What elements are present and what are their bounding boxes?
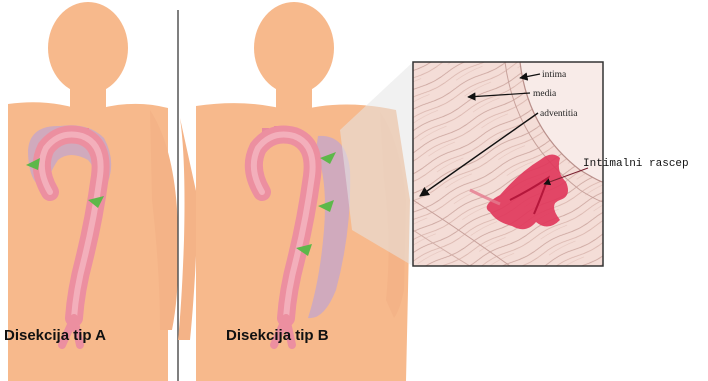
adventitia-label: adventitia	[540, 109, 578, 119]
panel-label-type-a: Disekcija tip A	[4, 327, 106, 344]
media-label: media	[533, 89, 557, 99]
vessel-wall-inset	[413, 62, 603, 266]
intimal-tear-label: Intimalni rascep	[583, 158, 689, 170]
intima-label: intima	[542, 70, 567, 80]
panel-label-type-b: Disekcija tip B	[226, 327, 329, 344]
